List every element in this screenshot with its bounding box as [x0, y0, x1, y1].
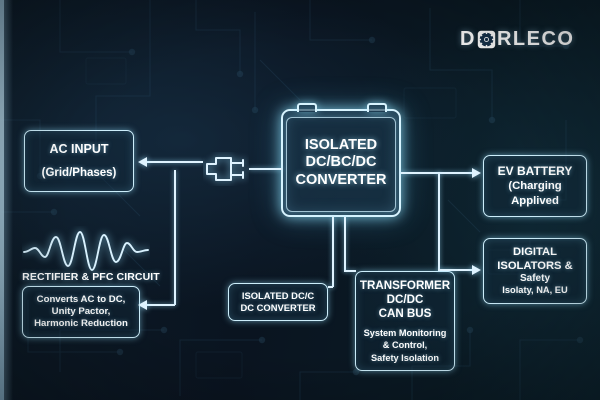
connector-branch-digital-isolators: [438, 269, 473, 271]
arrowhead-to-ac-input: [138, 157, 147, 167]
rect-line-3: Harmonic Reduction: [34, 317, 128, 329]
node-isolated-converter-label: ISOLATED DC/BC/DC CONVERTER: [295, 137, 386, 188]
connector-down-to-isolated-dc: [328, 286, 333, 288]
node-transformer-canbus[interactable]: TRANSFORMER DC/DC CAN BUS System Monitor…: [355, 271, 455, 371]
node-digital-isolators[interactable]: DIGITAL ISOLATORS & Safety Isolaty, NA, …: [483, 238, 587, 304]
battery-terminal-left: [297, 103, 317, 112]
left-edge-highlight: [0, 0, 4, 400]
brand-text-before: D: [460, 28, 476, 50]
connector-down-rectifier: [147, 304, 175, 306]
arrowhead-to-digital-isolators: [472, 265, 481, 275]
transformer-title: TRANSFORMER DC/DC CAN BUS: [360, 279, 450, 321]
connector-down-to-transformer: [344, 270, 356, 272]
connector-converter-down-right: [344, 217, 346, 271]
node-ac-input[interactable]: AC INPUT (Grid/Phases): [24, 130, 134, 192]
transformer-body-2: & Control,: [382, 340, 428, 351]
node-ev-battery[interactable]: EV BATTERY (Charging Applived: [483, 155, 587, 217]
node-isolated-converter[interactable]: ISOLATED DC/BC/DC CONVERTER: [281, 103, 401, 217]
rect-line-2: Unity Pactor,: [51, 306, 111, 317]
transformer-title-1: TRANSFORMER: [359, 279, 451, 292]
digital-isolators-line-1: DIGITAL: [513, 245, 557, 258]
ev-battery-line-1: EV BATTERY: [497, 164, 573, 179]
converter-line-2: DC/BC/DC: [305, 154, 377, 171]
transformer-body-3: Safety Isolation: [371, 352, 439, 363]
digital-isolators-line-2: ISOLATORS &: [497, 259, 573, 272]
transformer-body-1: System Monitoring: [363, 327, 447, 338]
node-rectifier-pfc[interactable]: Converts AC to DC, Unity Pactor, Harmoni…: [22, 286, 140, 338]
brand-logo: D: [460, 28, 574, 51]
battery-terminal-right: [367, 103, 387, 112]
plug-icon: [206, 157, 244, 181]
arrowhead-to-rectifier: [138, 300, 147, 310]
transformer-title-3: CAN BUS: [378, 306, 432, 320]
isolated-dc-line-1: ISOLATED DC/C: [241, 290, 315, 302]
rect-line-1: Converts AC to DC,: [36, 294, 126, 306]
transformer-title-2: DC/DC: [386, 292, 424, 306]
left-edge-fade: [4, 0, 13, 400]
rectifier-pfc-caption: RECTIFIER & PFC CIRCUIT: [22, 271, 160, 283]
connector-converter-right: [401, 172, 473, 174]
connector-plug-acinput: [147, 161, 203, 163]
converter-line-3: CONVERTER: [295, 171, 387, 188]
waveform-icon: [23, 231, 149, 271]
node-ac-input-title: AC INPUT: [49, 141, 109, 156]
isolated-dc-line-2: DC CONVERTER: [240, 302, 316, 313]
arrowhead-to-ev-battery: [472, 168, 481, 178]
connector-converter-plug: [249, 168, 282, 170]
connector-right-branch-down: [438, 172, 440, 270]
transformer-body: System Monitoring & Control, Safety Isol…: [364, 327, 447, 364]
digital-isolators-line-3: Safety: [519, 272, 550, 284]
ev-battery-line-2: (Charging: [508, 180, 562, 193]
connector-plug-down: [174, 170, 176, 305]
ev-battery-line-3: Applived: [511, 194, 559, 207]
connector-converter-down-left: [332, 217, 334, 287]
converter-line-1: ISOLATED: [304, 137, 378, 154]
node-isolated-dc-dc[interactable]: ISOLATED DC/C DC CONVERTER: [228, 283, 328, 321]
brand-text-after: RLECO: [496, 28, 575, 50]
node-ac-input-subtitle: (Grid/Phases): [41, 167, 117, 180]
gear-icon: [477, 30, 496, 49]
digital-isolators-line-4: Isolaty, NA, EU: [502, 285, 568, 296]
